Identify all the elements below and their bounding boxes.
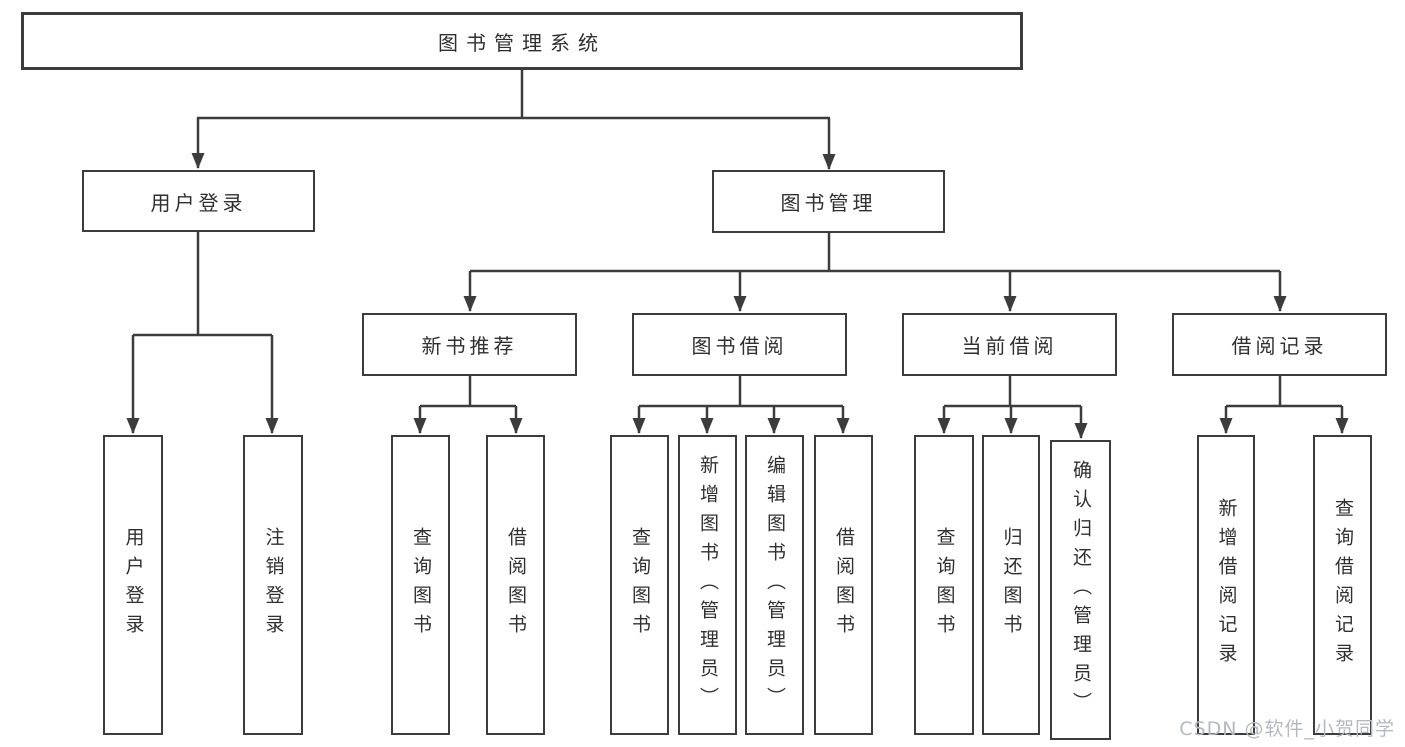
leaf-user-login-label: 用户登录 [122,527,145,643]
connector-root-to-level2 [191,70,836,170]
node-borrow-record-label: 借阅记录 [1231,334,1328,358]
leaf-borrow-books-1: 借阅图书 [486,435,545,735]
leaf-confirm-return-admin-label: 确认归还（管理员） [1070,459,1092,721]
leaf-add-borrow-record: 新增借阅记录 [1197,435,1255,735]
connector-book-management-to-level3 [463,233,1287,312]
leaf-query-books-1-label: 查询图书 [410,527,432,643]
node-current-borrow-label: 当前借阅 [961,334,1058,358]
node-book-borrow-label: 图书借阅 [691,334,788,358]
leaf-query-books-2-label: 查询图书 [629,527,651,643]
leaf-logout-label: 注销登录 [262,527,285,643]
node-new-book-recommend-label: 新书推荐 [421,334,518,358]
node-borrow-record: 借阅记录 [1172,313,1387,376]
leaf-borrow-books-1-label: 借阅图书 [505,527,527,643]
leaf-user-login: 用户登录 [103,435,163,735]
leaf-return-books-label: 归还图书 [1000,527,1023,643]
node-root-system: 图书管理系统 [21,12,1023,70]
leaf-confirm-return-admin: 确认归还（管理员） [1050,440,1111,740]
connector-borrow-children [632,376,850,434]
leaf-query-borrow-record-label: 查询借阅记录 [1332,498,1354,672]
leaf-add-books-admin-label: 新增图书（管理员） [697,454,719,716]
leaf-query-books-1: 查询图书 [391,435,450,735]
leaf-query-books-3: 查询图书 [914,435,974,735]
connector-user-login-children [126,232,279,434]
node-book-management: 图书管理 [712,170,945,233]
leaf-edit-books-admin: 编辑图书（管理员） [745,435,804,735]
leaf-return-books: 归还图书 [982,435,1040,735]
connector-new-book-children [413,376,523,434]
leaf-borrow-books-2: 借阅图书 [814,435,873,735]
connector-record-children [1219,376,1349,434]
leaf-add-borrow-record-label: 新增借阅记录 [1215,498,1238,672]
connector-current-children [937,376,1088,439]
node-current-borrow: 当前借阅 [902,313,1117,376]
leaf-add-books-admin: 新增图书（管理员） [678,435,737,735]
leaf-borrow-books-2-label: 借阅图书 [833,527,855,643]
leaf-logout: 注销登录 [243,435,303,735]
leaf-query-books-3-label: 查询图书 [933,527,956,643]
csdn-watermark: CSDN @软件_小贺同学 [1179,718,1395,740]
node-root-label: 图书管理系统 [438,30,606,55]
node-user-login-label: 用户登录 [150,190,247,215]
node-book-borrow: 图书借阅 [632,313,847,376]
node-new-book-recommend: 新书推荐 [362,313,577,376]
node-user-login: 用户登录 [82,170,315,232]
node-book-management-label: 图书管理 [780,191,877,215]
leaf-edit-books-admin-label: 编辑图书（管理员） [764,454,786,716]
leaf-query-books-2: 查询图书 [610,435,669,735]
leaf-query-borrow-record: 查询借阅记录 [1313,435,1372,735]
